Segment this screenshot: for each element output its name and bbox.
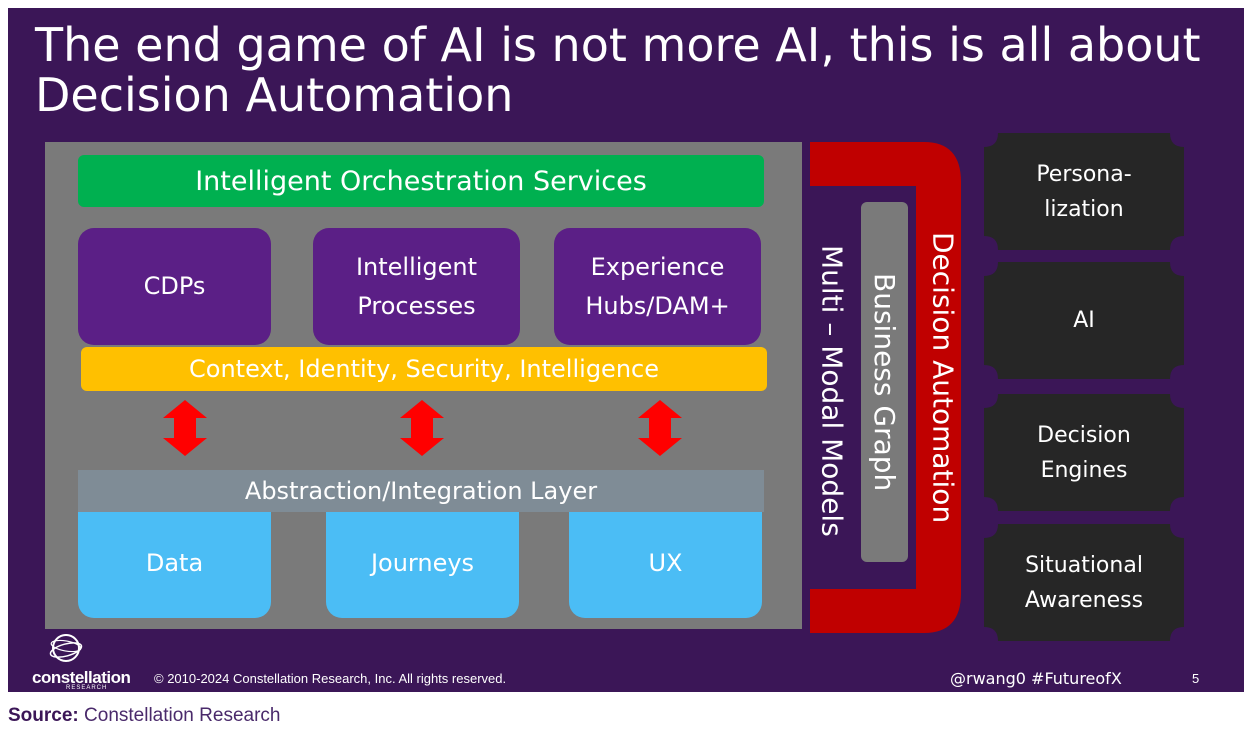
decision-automation-bracket	[810, 142, 961, 633]
capability-plaque-ai: AI	[984, 262, 1184, 379]
context-label: Context, Identity, Security, Intelligenc…	[189, 355, 659, 383]
title-line-1: The end game of AI is not more AI, this …	[35, 18, 1201, 72]
foundation-label: Journeys	[370, 549, 475, 577]
plaque-shape	[984, 262, 1184, 379]
abstraction-layer: Abstraction/Integration Layer	[78, 470, 764, 512]
capability-plaque-situational-awareness: Situational Awareness	[984, 524, 1184, 641]
bidirectional-arrow-icon	[638, 400, 682, 456]
title-line-2: Decision Automation	[35, 68, 514, 122]
plaque-shape	[984, 524, 1184, 641]
abstraction-label: Abstraction/Integration Layer	[244, 477, 598, 505]
constellation-logo-icon	[49, 634, 83, 662]
page-number: 5	[1192, 671, 1200, 686]
capability-plaque-decision-engines: Decision Engines	[984, 394, 1184, 511]
logo-subtitle: RESEARCH	[66, 685, 108, 691]
plaque-shape	[984, 133, 1184, 250]
orchestration-label: Intelligent Orchestration Services	[195, 165, 647, 197]
capability-label: Persona- lization	[1036, 161, 1132, 222]
capability-label: Decision Engines	[1037, 422, 1131, 483]
slide: The end game of AI is not more AI, this …	[8, 8, 1244, 692]
platform-label: CDPs	[143, 272, 206, 300]
plaque-shape	[984, 394, 1184, 511]
capability-label: Situational Awareness	[1024, 552, 1144, 613]
business-graph-label: Business Graph	[868, 272, 901, 492]
slide-title: The end game of AI is not more AI, this …	[35, 20, 1225, 120]
foundation-box-ux: UX	[569, 508, 762, 618]
foundation-box-data: Data	[78, 508, 271, 618]
business-graph-bar	[861, 202, 908, 562]
bidirectional-arrow-icon	[163, 400, 207, 456]
foundation-box-journeys: Journeys	[326, 508, 519, 618]
foundation-label: UX	[648, 549, 683, 577]
platform-label: Intelligent Processes	[355, 252, 478, 320]
decision-automation-label: Decision Automation	[926, 232, 960, 524]
source-value: Constellation Research	[84, 705, 281, 726]
source-caption: Source: Constellation Research	[8, 705, 280, 727]
capability-plaque-personalization: Persona- lization	[984, 133, 1184, 250]
multi-modal-models-label: Multi – Modal Models	[815, 245, 849, 537]
platform-box-experience-hubs: Experience Hubs/DAM+	[554, 228, 761, 345]
context-layer: Context, Identity, Security, Intelligenc…	[81, 347, 767, 391]
source-label: Source:	[8, 705, 79, 726]
platform-label: Experience Hubs/DAM+	[585, 252, 730, 320]
platform-box-cdps: CDPs	[78, 228, 271, 345]
logo-wordmark: constellation	[32, 668, 131, 687]
capability-label: AI	[1073, 308, 1095, 333]
foundation-label: Data	[145, 549, 204, 577]
copyright-notice: © 2010-2024 Constellation Research, Inc.…	[154, 671, 507, 686]
bidirectional-arrow-icon	[400, 400, 444, 456]
social-handle: @rwang0 #FutureofX	[950, 669, 1122, 688]
platform-box-intelligent-processes: Intelligent Processes	[313, 228, 520, 345]
orchestration-bar: Intelligent Orchestration Services	[78, 155, 764, 207]
